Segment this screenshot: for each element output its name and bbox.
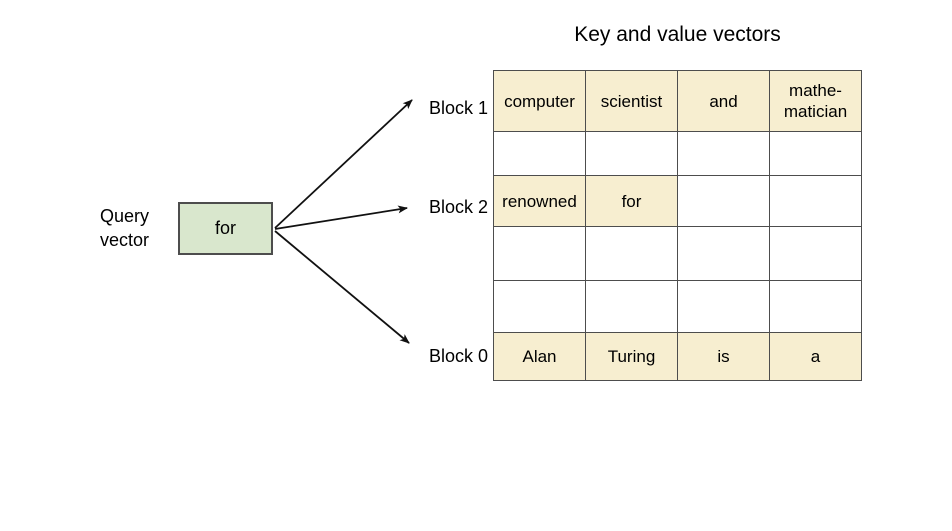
table-row: renowned for: [493, 175, 862, 227]
table-cell[interactable]: [677, 131, 770, 176]
table-cell[interactable]: [493, 226, 586, 281]
cell-text: for: [621, 191, 642, 211]
table-cell[interactable]: [677, 280, 770, 333]
table-cell[interactable]: and: [677, 70, 770, 132]
query-vector-box[interactable]: for: [178, 202, 273, 255]
cell-text: Turing: [607, 347, 656, 366]
query-vector-label: Query vector: [100, 204, 174, 252]
table-cell[interactable]: [677, 175, 770, 227]
table-cell[interactable]: renowned: [493, 175, 586, 227]
arrow-to-block-2: [274, 205, 408, 230]
table-cell[interactable]: is: [677, 332, 770, 381]
table-row: [493, 280, 862, 333]
table-row: [493, 226, 862, 281]
cell-text: a: [810, 347, 821, 366]
cell-text: computer: [504, 91, 575, 111]
cell-text: Alan: [522, 347, 557, 366]
block-label-block-0: Block 0: [428, 346, 488, 366]
table-cell[interactable]: Turing: [585, 332, 678, 381]
query-vector-label-line2: vector: [100, 230, 150, 250]
table-cell[interactable]: [493, 280, 586, 333]
table-cell[interactable]: Alan: [493, 332, 586, 381]
table-cell[interactable]: mathe- matician: [769, 70, 862, 132]
cell-text: renowned: [502, 191, 577, 211]
cell-text: matician: [783, 102, 848, 121]
block-label-block-1: Block 1: [428, 98, 488, 118]
query-vector-value: for: [214, 218, 236, 238]
table-cell[interactable]: [677, 226, 770, 281]
arrow-to-block-1: [274, 99, 413, 229]
cell-text: is: [717, 347, 730, 366]
table-row: [493, 131, 862, 176]
table-cell[interactable]: [769, 226, 862, 281]
block-label-block-2: Block 2: [428, 197, 488, 217]
table-cell[interactable]: [585, 280, 678, 333]
table-cell[interactable]: for: [585, 175, 678, 227]
page-title: Key and value vectors: [574, 23, 781, 46]
table-cell[interactable]: [585, 226, 678, 281]
cell-text: scientist: [600, 91, 663, 111]
arrow-to-block-0: [274, 230, 410, 344]
table-row: Alan Turing is a: [493, 332, 862, 381]
table-row: computer scientist and mathe- matician: [493, 70, 862, 132]
query-vector-label-line1: Query: [100, 206, 150, 226]
table-cell[interactable]: [769, 131, 862, 176]
table-cell[interactable]: [769, 280, 862, 333]
key-value-vectors-table: computer scientist and mathe- matician: [493, 70, 862, 381]
cell-text: and: [709, 91, 738, 111]
cell-text: mathe-: [789, 81, 842, 100]
table-cell[interactable]: [493, 131, 586, 176]
table-cell[interactable]: a: [769, 332, 862, 381]
table-cell[interactable]: computer: [493, 70, 586, 132]
table-cell[interactable]: scientist: [585, 70, 678, 132]
table-cell[interactable]: [585, 131, 678, 176]
table-cell[interactable]: [769, 175, 862, 227]
